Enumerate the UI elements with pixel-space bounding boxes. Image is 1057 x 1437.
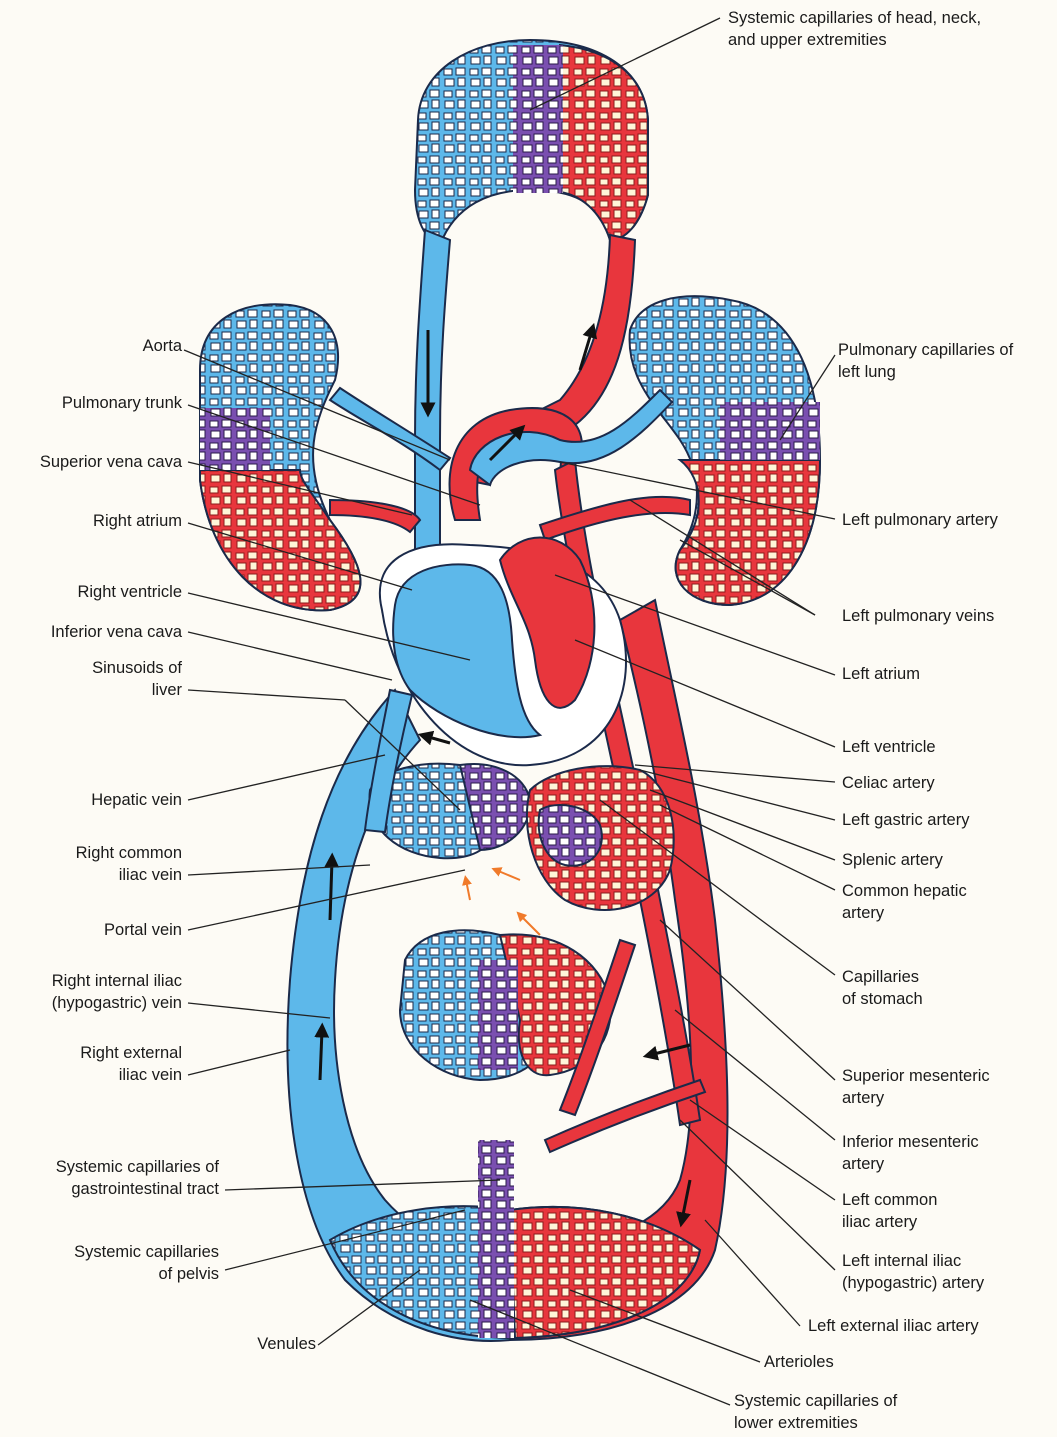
label-pelvis-caps-1: Systemic capillaries <box>74 1243 219 1261</box>
vessel-network <box>200 40 820 1341</box>
label-right-ventricle: Right ventricle <box>77 583 182 601</box>
superior-vena-cava <box>415 230 450 560</box>
label-common-hepatic-1: Common hepatic <box>842 882 967 900</box>
label-sinusoids-1: Sinusoids of <box>92 659 182 677</box>
label-lower-caps-1: Systemic capillaries of <box>734 1392 898 1410</box>
label-pulm-caps-left-1: Pulmonary capillaries of <box>838 341 1014 359</box>
label-lower-caps-2: lower extremities <box>734 1414 858 1432</box>
label-celiac-artery: Celiac artery <box>842 774 935 792</box>
label-left-pulmonary-artery: Left pulmonary artery <box>842 511 999 529</box>
label-hepatic-vein: Hepatic vein <box>91 791 182 809</box>
label-gi-caps-1: Systemic capillaries of <box>56 1158 220 1176</box>
label-left-ventricle: Left ventricle <box>842 738 936 756</box>
label-left-pulmonary-veins: Left pulmonary veins <box>842 607 994 625</box>
label-l-internal-iliac-1: Left internal iliac <box>842 1252 961 1270</box>
label-l-internal-iliac-2: (hypogastric) artery <box>842 1274 985 1292</box>
label-sup-mesenteric-1: Superior mesenteric <box>842 1067 990 1085</box>
label-inf-mesenteric-1: Inferior mesenteric <box>842 1133 979 1151</box>
label-head-caps-2: and upper extremities <box>728 31 887 49</box>
label-gi-caps-2: gastrointestinal tract <box>71 1180 219 1198</box>
label-pelvis-caps-2: of pelvis <box>158 1265 219 1283</box>
label-caps-stomach-2: of stomach <box>842 990 923 1008</box>
label-left-gastric-artery: Left gastric artery <box>842 811 970 829</box>
label-l-common-iliac-2: iliac artery <box>842 1213 918 1231</box>
label-r-external-iliac-2: iliac vein <box>119 1066 182 1084</box>
label-r-internal-iliac-1: Right internal iliac <box>52 972 182 990</box>
label-left-atrium: Left atrium <box>842 665 920 683</box>
label-caps-stomach-1: Capillaries <box>842 968 919 986</box>
label-arterioles: Arterioles <box>764 1353 834 1371</box>
label-inf-mesenteric-2: artery <box>842 1155 885 1173</box>
label-inferior-vena-cava: Inferior vena cava <box>51 623 183 641</box>
label-pulmonary-trunk: Pulmonary trunk <box>62 394 183 412</box>
label-r-internal-iliac-2: (hypogastric) vein <box>52 994 182 1012</box>
label-head-caps-1: Systemic capillaries of head, neck, <box>728 9 981 27</box>
label-superior-vena-cava: Superior vena cava <box>40 453 183 471</box>
label-r-external-iliac-1: Right external <box>80 1044 182 1062</box>
label-venules: Venules <box>257 1335 316 1353</box>
label-sup-mesenteric-2: artery <box>842 1089 885 1107</box>
label-r-common-iliac-1: Right common <box>76 844 182 862</box>
label-sinusoids-2: liver <box>152 681 183 699</box>
label-portal-vein: Portal vein <box>104 921 182 939</box>
label-aorta: Aorta <box>143 337 183 355</box>
label-right-atrium: Right atrium <box>93 512 182 530</box>
label-pulm-caps-left-2: left lung <box>838 363 896 381</box>
label-l-external-iliac: Left external iliac artery <box>808 1317 979 1335</box>
label-l-common-iliac-1: Left common <box>842 1191 937 1209</box>
label-splenic-artery: Splenic artery <box>842 851 944 869</box>
label-r-common-iliac-2: iliac vein <box>119 866 182 884</box>
label-common-hepatic-2: artery <box>842 904 885 922</box>
